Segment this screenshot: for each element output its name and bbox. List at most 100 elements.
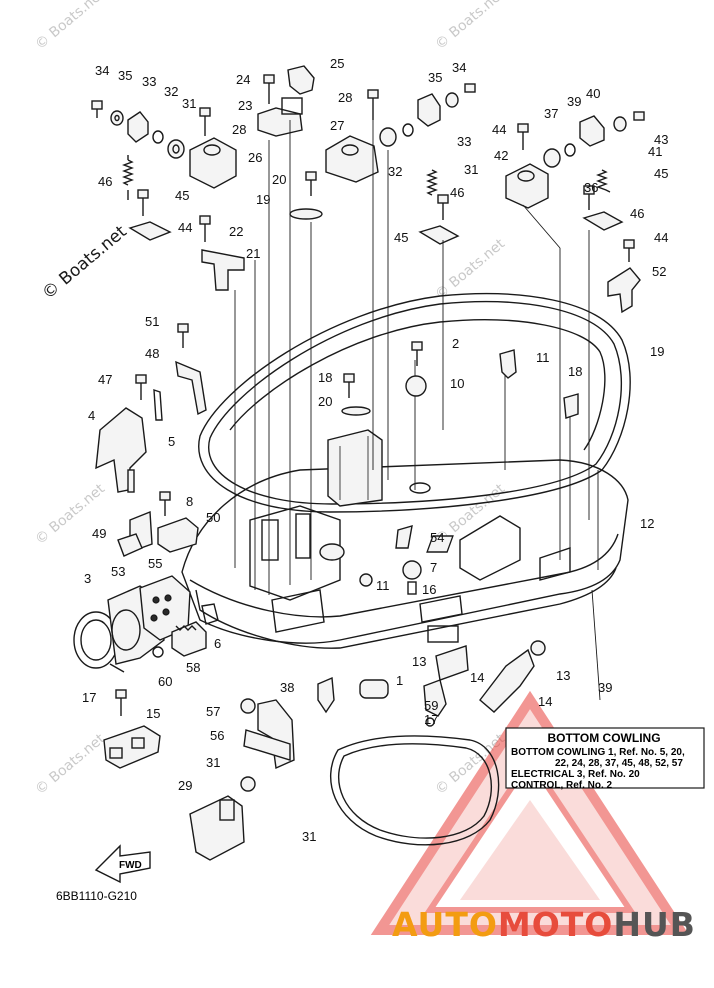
callout-number: 4 (88, 408, 95, 423)
automotohub-logo-triangle (370, 690, 690, 935)
callout-number: 24 (236, 72, 250, 87)
callout-number: 43 (654, 132, 668, 147)
fwd-arrow-icon: FWD (94, 844, 151, 884)
callout-number: 47 (98, 372, 112, 387)
callout-number: 60 (158, 674, 172, 689)
callout-number: 14 (538, 694, 552, 709)
callout-number: 35 (118, 68, 132, 83)
callout-number: 35 (428, 70, 442, 85)
callout-number: 39 (598, 680, 612, 695)
part-group-bottom (103, 640, 546, 861)
reference-line-1: BOTTOM COWLING 1, Ref. No. 5, 20, (511, 747, 685, 758)
callout-number: 31 (302, 829, 316, 844)
callout-number: 34 (95, 63, 109, 78)
watermark-text: © Boats.net (32, 731, 108, 798)
callout-number: 44 (178, 220, 192, 235)
diagram-code: 6BB1110-G210 (56, 889, 137, 903)
callout-number: 51 (145, 314, 159, 329)
part-group-top-right (505, 111, 645, 314)
callout-number: 20 (272, 172, 286, 187)
callout-number: 32 (164, 84, 178, 99)
callout-number: 38 (280, 680, 294, 695)
part-group-inner (341, 341, 579, 595)
callout-number: 48 (145, 346, 159, 361)
reference-line-3: ELECTRICAL 3, Ref. No. 20 (511, 769, 640, 780)
callout-number: 55 (148, 556, 162, 571)
callout-number: 31 (464, 162, 478, 177)
callout-number: 19 (650, 344, 664, 359)
callout-number: 23 (238, 98, 252, 113)
callout-number: 45 (394, 230, 408, 245)
reference-line-2: 22, 24, 28, 37, 45, 48, 52, 57 (555, 758, 683, 769)
callout-number: 44 (492, 122, 506, 137)
brand-part-1: AUTO (392, 905, 498, 944)
callout-number: 54 (430, 530, 444, 545)
callout-number: 26 (248, 150, 262, 165)
callout-number: 39 (567, 94, 581, 109)
callout-number: 57 (206, 704, 220, 719)
callout-number: 2 (452, 336, 459, 351)
callout-number: 15 (146, 706, 160, 721)
callout-number: 33 (457, 134, 471, 149)
callout-number: 21 (246, 246, 260, 261)
callout-number: 13 (412, 654, 426, 669)
callout-number: 40 (586, 86, 600, 101)
callout-number: 32 (388, 164, 402, 179)
callout-number: 17 (82, 690, 96, 705)
bottom-cowling-shell (181, 120, 631, 701)
callout-number: 16 (422, 582, 436, 597)
part-group-top-center (199, 65, 323, 291)
callout-number: 52 (652, 264, 666, 279)
watermark-text: © Boats.net (432, 236, 508, 303)
callout-number: 8 (186, 494, 193, 509)
callout-number: 33 (142, 74, 156, 89)
callout-number: 49 (92, 526, 106, 541)
reference-box-title: BOTTOM COWLING (547, 731, 660, 745)
automotohub-logo: AUTOMOTOHUB (392, 905, 696, 944)
callout-number: 37 (544, 106, 558, 121)
callout-number: 34 (452, 60, 466, 75)
callout-number: 11 (536, 350, 550, 365)
callout-number: 10 (450, 376, 464, 391)
part-group-left (95, 323, 207, 557)
callout-number: 27 (330, 118, 344, 133)
callout-number: 12 (640, 516, 654, 531)
part-group-top-middle (325, 83, 476, 245)
callout-number: 28 (232, 122, 246, 137)
callout-number: 7 (430, 560, 437, 575)
watermark-text: © Boats.net (32, 0, 108, 53)
callout-number: 59 (424, 698, 438, 713)
brand-part-2: MOTO (498, 905, 613, 944)
watermark-text: © Boats.net (38, 222, 131, 304)
callout-number: 3 (84, 571, 91, 586)
callout-number: 18 (318, 370, 332, 385)
brand-part-3: HUB (613, 905, 696, 944)
callout-number: 56 (210, 728, 224, 743)
callout-number: 46 (630, 206, 644, 221)
callout-number: 45 (175, 188, 189, 203)
callout-number: 22 (229, 224, 243, 239)
callout-number: 11 (376, 578, 390, 593)
callout-number: 6 (214, 636, 221, 651)
callout-number: 58 (186, 660, 200, 675)
callout-number: 1 (396, 673, 403, 688)
callout-number: 31 (182, 96, 196, 111)
reference-line-4: CONTROL, Ref. No. 2 (511, 780, 613, 791)
fwd-label: FWD (119, 860, 142, 871)
svg-text:AUTOMOTOHUB: AUTOMOTOHUB (392, 905, 696, 944)
callout-number: 46 (450, 185, 464, 200)
callout-number: 42 (494, 148, 508, 163)
callout-number: 28 (338, 90, 352, 105)
callout-number: 50 (206, 510, 220, 525)
part-group-left-lower (73, 575, 219, 673)
callout-number: 36 (584, 180, 598, 195)
callout-number: 31 (206, 755, 220, 770)
callout-number: 29 (178, 778, 192, 793)
part-group-top-left (91, 100, 237, 241)
callout-number: 46 (98, 174, 112, 189)
callout-number: 20 (318, 394, 332, 409)
callout-number: 53 (111, 564, 125, 579)
callout-number: 13 (556, 668, 570, 683)
